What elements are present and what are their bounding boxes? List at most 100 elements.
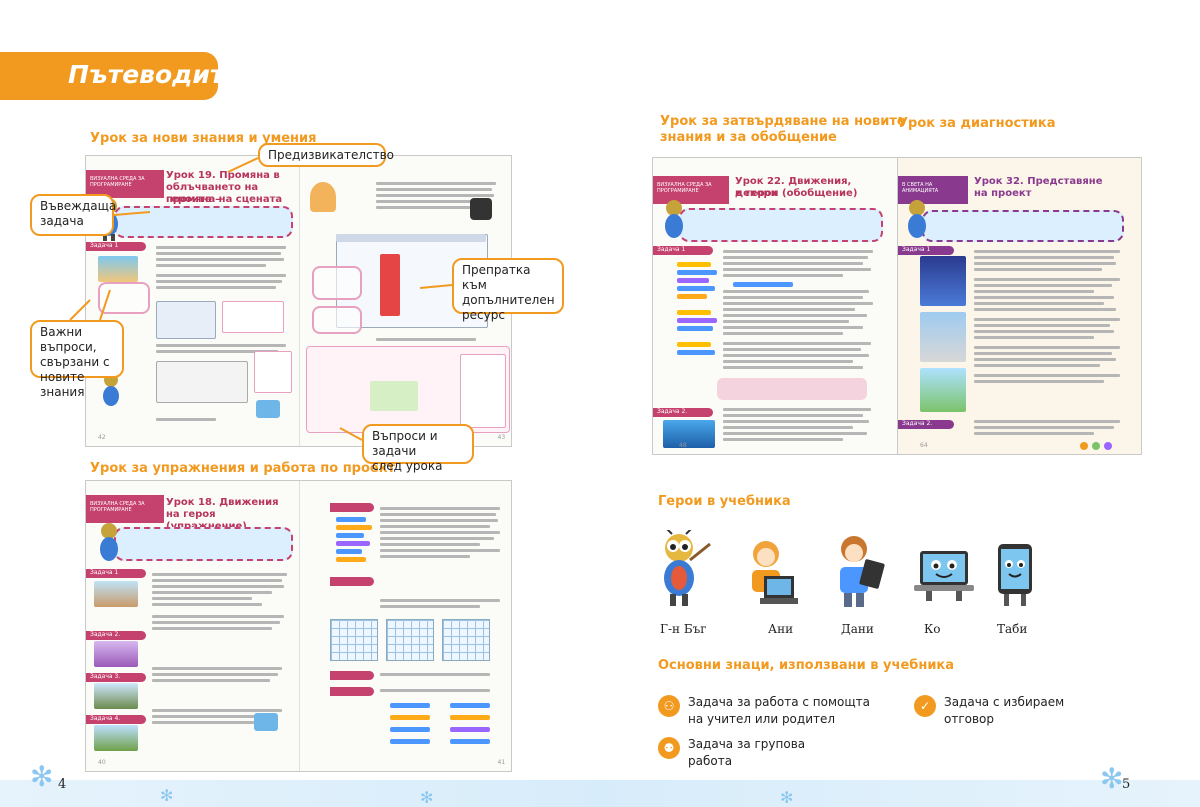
snowflake-icon: ✻ [420,788,434,807]
text-line [974,302,1104,305]
symbols-box [459,354,506,428]
text-line [974,420,1120,423]
code-block [335,533,364,538]
task-label-bar [329,503,374,512]
text-line [974,256,1114,259]
goal-box [114,206,293,238]
callout-line: задача [40,214,84,228]
callout-line: ресурс [462,308,505,322]
section-new-knowledge: Урок за нови знания и умения [90,131,317,146]
text-line [152,709,282,712]
goal-box [114,527,293,561]
snowflake-icon: ✻ [160,786,174,805]
text-line [152,603,262,606]
task-label: Задача 2. [657,408,688,415]
code-block [677,286,715,291]
task-label-bar [329,577,374,586]
scene-image [94,683,138,709]
lesson-band [86,170,164,198]
task-label: Задача 4. [90,715,121,722]
text-line [974,364,1100,367]
code-block [677,294,707,299]
scene-image [94,725,138,751]
legend-line: Задача за групова [688,737,806,751]
callout-line: Важни въпроси, [40,325,97,354]
code-block [677,310,711,315]
page-number: 40 [98,759,106,766]
code-block [389,739,430,744]
editor-toolbar [335,234,486,242]
laptop-ko-icon [254,713,278,731]
text-line [152,615,284,618]
text-line [723,354,869,357]
text-line [723,348,861,351]
hero-name: Ко [924,622,941,636]
section-consolidation-line2: знания и за обобщение [660,130,837,145]
band-label: ВИЗУАЛНА СРЕДА ЗА ПРОГРАМИРАНЕ [90,501,145,513]
note-callout [311,306,362,334]
guide-banner [0,52,218,100]
task-label: Задача 2. [90,631,121,638]
text-line [723,426,853,429]
code-block [677,326,713,331]
lesson18-title-1: Урок 18. Движения [166,497,279,508]
snowflake-icon: ✻ [30,760,54,793]
lesson-band [653,176,729,204]
text-line [974,284,1112,287]
text-line [375,194,494,197]
text-line [375,182,496,185]
lesson19-spread: ВИЗУАЛНА СРЕДА ЗА ПРОГРАМИРАНЕ Урок 19. … [85,155,512,447]
text-line [723,438,843,441]
text-line [723,250,873,253]
text-line [156,286,276,289]
code-block [335,541,370,546]
laptop-ko-icon [256,400,280,418]
text-line [974,278,1120,281]
callout-motivation: Предизвикателство [258,143,394,167]
text-line [379,549,500,552]
text-line [974,296,1114,299]
task-label: Задача 1 [90,242,119,249]
footer-strip [0,780,1200,807]
callout-line: свързани с [40,355,110,369]
goal-box [922,210,1124,242]
section-signs: Основни знаци, използвани в учебника [658,658,955,673]
grid-exercise [329,619,378,661]
text-line [974,268,1102,271]
tablet-tabi-icon [469,198,492,220]
snowflake-icon: ✻ [780,788,794,807]
text-line [974,250,1120,253]
text-line [723,366,863,369]
note-box [222,301,284,333]
text-line [379,525,490,528]
text-line [974,324,1110,327]
lesson32-title-2: на проект [974,188,1032,199]
task-label: Задача 1 [657,246,686,253]
scene-image [94,581,138,607]
underwater-scene-image [663,420,715,448]
code-block [335,557,366,562]
legend-choice: Задача с избираем отговор [944,694,1064,728]
text-line [375,338,476,341]
text-line [974,290,1094,293]
page-number: 48 [679,442,687,449]
guide-title: Пътеводител [68,60,260,89]
section-diagnostics: Урок за диагностика [898,116,1056,131]
text-line [723,296,863,299]
page-number-left: 4 [58,777,67,792]
page-number: 41 [497,759,506,766]
girl-computer-icon [309,182,336,212]
text-line [723,320,849,323]
task-label-bar [86,631,146,640]
task-label-bar [898,420,954,429]
multiple-choice-icon: ✓ [914,695,936,717]
code-block [335,525,372,530]
code-block [733,282,793,287]
text-line [152,579,282,582]
code-block [677,318,717,323]
backdrop-library-screenshot [156,361,248,403]
